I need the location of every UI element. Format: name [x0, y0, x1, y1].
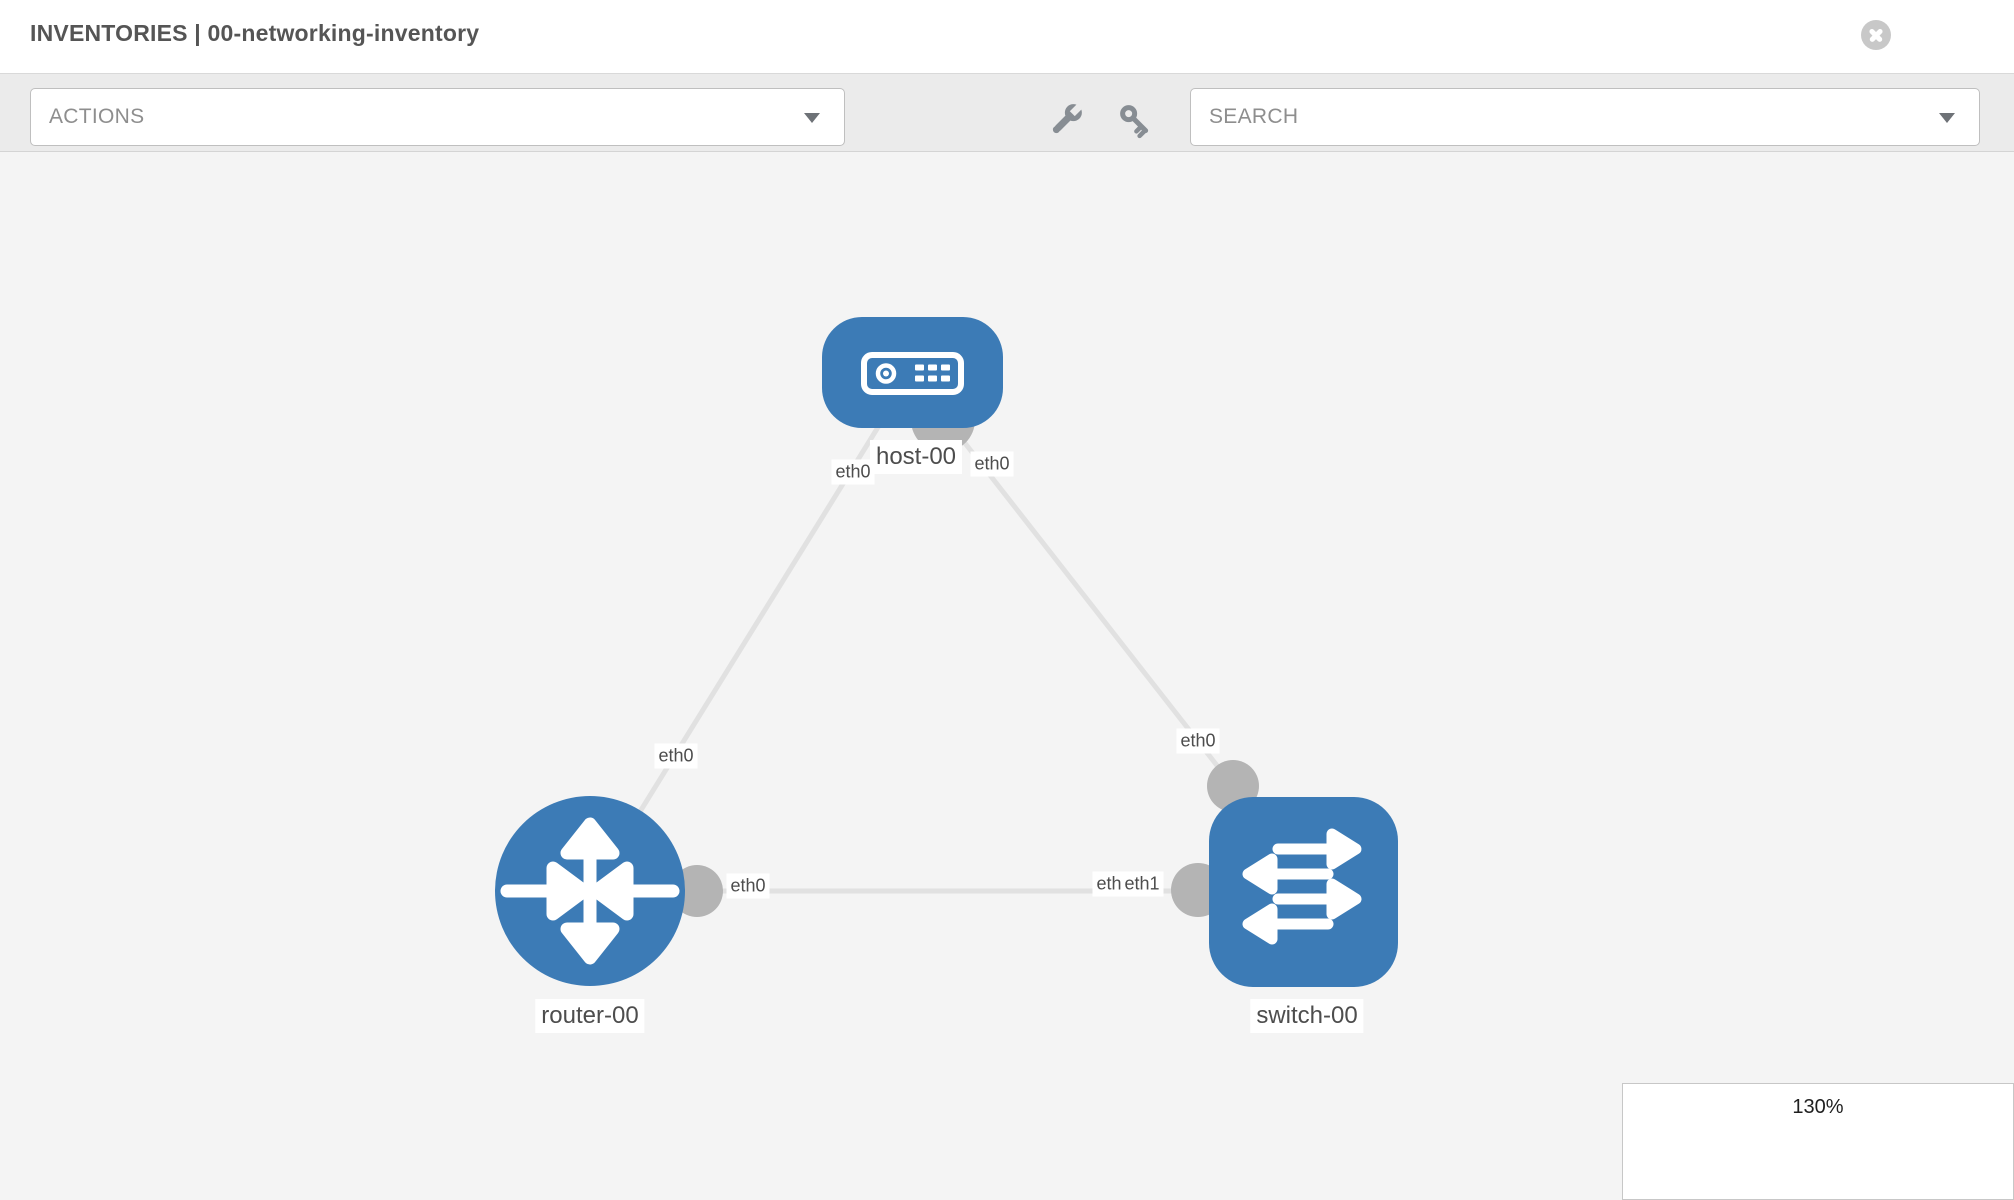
interface-label: eth0	[831, 459, 875, 485]
interface-label: eth1	[1120, 871, 1164, 897]
node-label-host-00: host-00	[869, 440, 963, 474]
toolbar: ACTIONS SEARCH	[0, 73, 2014, 152]
interface-label: eth0	[654, 743, 698, 769]
link-host-router[interactable]	[612, 422, 883, 854]
manage-tools-button[interactable]	[1045, 98, 1089, 142]
node-label-router-00: router-00	[535, 999, 645, 1033]
header: INVENTORIES | 00-networking-inventory	[0, 0, 2014, 73]
interface-label: eth0	[970, 451, 1014, 477]
router-icon	[500, 817, 680, 965]
switch-icon	[1242, 828, 1362, 945]
search-input[interactable]: SEARCH	[1209, 105, 1299, 128]
zoom-level: 130%	[1792, 1096, 1844, 1118]
close-button[interactable]	[1861, 20, 1891, 50]
key-icon	[1120, 105, 1149, 139]
topology-canvas[interactable]	[0, 153, 2014, 1200]
search-dropdown[interactable]: SEARCH	[1190, 88, 1980, 146]
actions-dropdown-label: ACTIONS	[49, 105, 145, 128]
node-label-switch-00: switch-00	[1250, 999, 1364, 1033]
zoom-panel: 130%	[1622, 1083, 2014, 1200]
chevron-down-icon	[1939, 113, 1955, 123]
chevron-down-icon	[804, 113, 820, 123]
credentials-button[interactable]	[1113, 98, 1157, 142]
actions-dropdown[interactable]: ACTIONS	[30, 88, 845, 146]
interface-label: eth0	[726, 873, 770, 899]
node-router-00[interactable]	[495, 796, 685, 986]
node-host-00[interactable]	[822, 317, 1003, 428]
wrench-icon	[1052, 100, 1086, 134]
link-host-switch[interactable]	[948, 422, 1235, 788]
page-title: INVENTORIES | 00-networking-inventory	[30, 20, 480, 46]
interface-label: eth0	[1176, 728, 1220, 754]
node-switch-00[interactable]	[1209, 797, 1398, 987]
host-icon	[861, 352, 964, 395]
